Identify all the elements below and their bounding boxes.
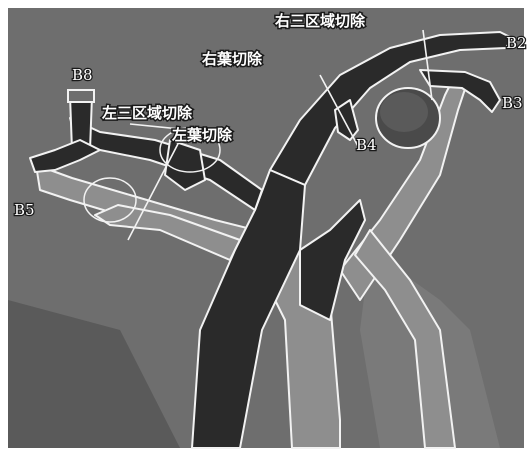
label-left-lobectomy: 左葉切除	[171, 126, 233, 144]
label-left-trisection: 左三区域切除	[101, 104, 193, 122]
label-b4: B4	[356, 136, 377, 154]
label-b3: B3	[502, 94, 523, 112]
label-right-lobectomy: 右葉切除	[202, 50, 263, 68]
label-b5: B5	[14, 201, 35, 219]
label-right-trisection: 右三区域切除	[275, 12, 366, 30]
label-b2: B2	[506, 34, 527, 52]
b8-tube-opening	[68, 90, 94, 102]
label-b8: B8	[72, 66, 93, 84]
tumor-texture	[380, 92, 428, 132]
